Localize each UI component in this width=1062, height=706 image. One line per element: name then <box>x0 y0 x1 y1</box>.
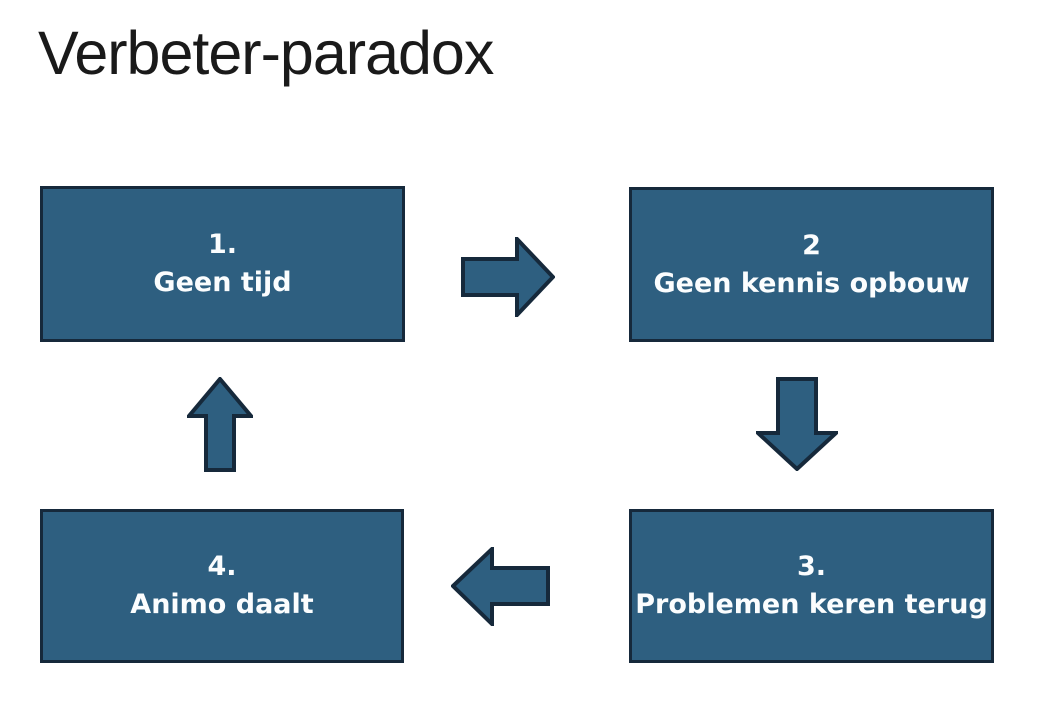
node-3-problemen-keren-terug: 3. Problemen keren terug <box>629 509 994 663</box>
node-1-geen-tijd: 1. Geen tijd <box>40 186 405 342</box>
node-4-number: 4. <box>207 551 237 583</box>
arrow-left-icon <box>451 547 550 626</box>
arrow-up-icon <box>187 377 253 472</box>
node-2-label: Geen kennis opbouw <box>653 267 970 299</box>
page-title: Verbeter-paradox <box>38 19 494 87</box>
node-1-label: Geen tijd <box>153 267 292 298</box>
node-2-number: 2 <box>802 229 821 261</box>
node-2-geen-kennis-opbouw: 2 Geen kennis opbouw <box>629 187 994 342</box>
node-1-number: 1. <box>207 229 238 261</box>
arrow-down-icon <box>756 377 838 471</box>
arrow-right-icon <box>461 237 555 317</box>
node-4-animo-daalt: 4. Animo daalt <box>40 509 404 663</box>
node-4-label: Animo daalt <box>130 589 314 620</box>
node-3-number: 3. <box>796 551 827 583</box>
node-3-label: Problemen keren terug <box>635 589 988 620</box>
